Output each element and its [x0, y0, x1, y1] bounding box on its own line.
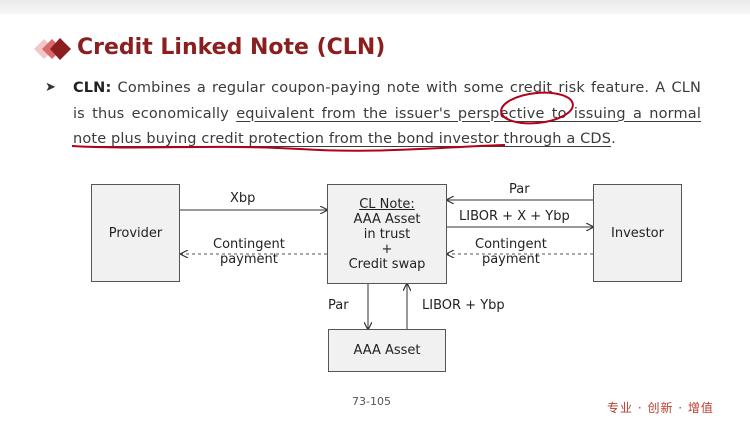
contingent-right-line-2: payment: [481, 252, 540, 267]
cl-note-box: CL Note: AAA Asset in trust + Credit swa…: [327, 184, 447, 284]
arrow-bullet-icon: ➤: [45, 80, 56, 95]
cln-diagram: Provider CL Note: AAA Asset in trust + C…: [0, 170, 750, 380]
provider-label: Provider: [108, 225, 163, 241]
cl-note-title: CL Note:: [359, 196, 415, 212]
par-bottom-label: Par: [328, 298, 349, 313]
par-top-label: Par: [509, 182, 530, 197]
cl-note-line-2: AAA Asset: [353, 211, 421, 227]
contingent-left-line-1: Contingent: [213, 237, 285, 252]
libor-y-label: LIBOR + Ybp: [422, 298, 505, 313]
bullet-term: CLN:: [73, 80, 112, 96]
page-number: 73-105: [352, 395, 391, 408]
bullet-underlined-text: equivalent from the issuer's perspective…: [73, 105, 701, 148]
contingent-left-label: Contingent payment: [213, 237, 285, 267]
diamond-bullets-icon: [34, 38, 71, 60]
contingent-right-line-1: Contingent: [475, 237, 547, 252]
bullet-text-2: .: [611, 131, 616, 147]
slide-title: Credit Linked Note (CLN): [77, 35, 386, 60]
libor-xy-label: LIBOR + X + Ybp: [459, 209, 570, 224]
cl-note-line-3: in trust: [363, 226, 411, 242]
contingent-right-label: Contingent payment: [475, 237, 547, 267]
provider-box: Provider: [91, 184, 180, 282]
cl-note-line-4: +: [381, 241, 393, 257]
diagram-arrows: [180, 170, 750, 380]
aaa-asset-label: AAA Asset: [353, 343, 421, 358]
cl-note-line-5: Credit swap: [348, 256, 426, 272]
top-band: [0, 0, 750, 14]
investor-label: Investor: [611, 225, 664, 241]
contingent-left-line-2: payment: [219, 252, 278, 267]
investor-box: Investor: [593, 184, 682, 282]
brand-slogan: 专业 · 创新 · 增值: [607, 401, 714, 415]
aaa-asset-box: AAA Asset: [328, 329, 446, 372]
bullet-paragraph: CLN: Combines a regular coupon-paying no…: [73, 76, 701, 153]
xbp-label: Xbp: [230, 191, 256, 206]
